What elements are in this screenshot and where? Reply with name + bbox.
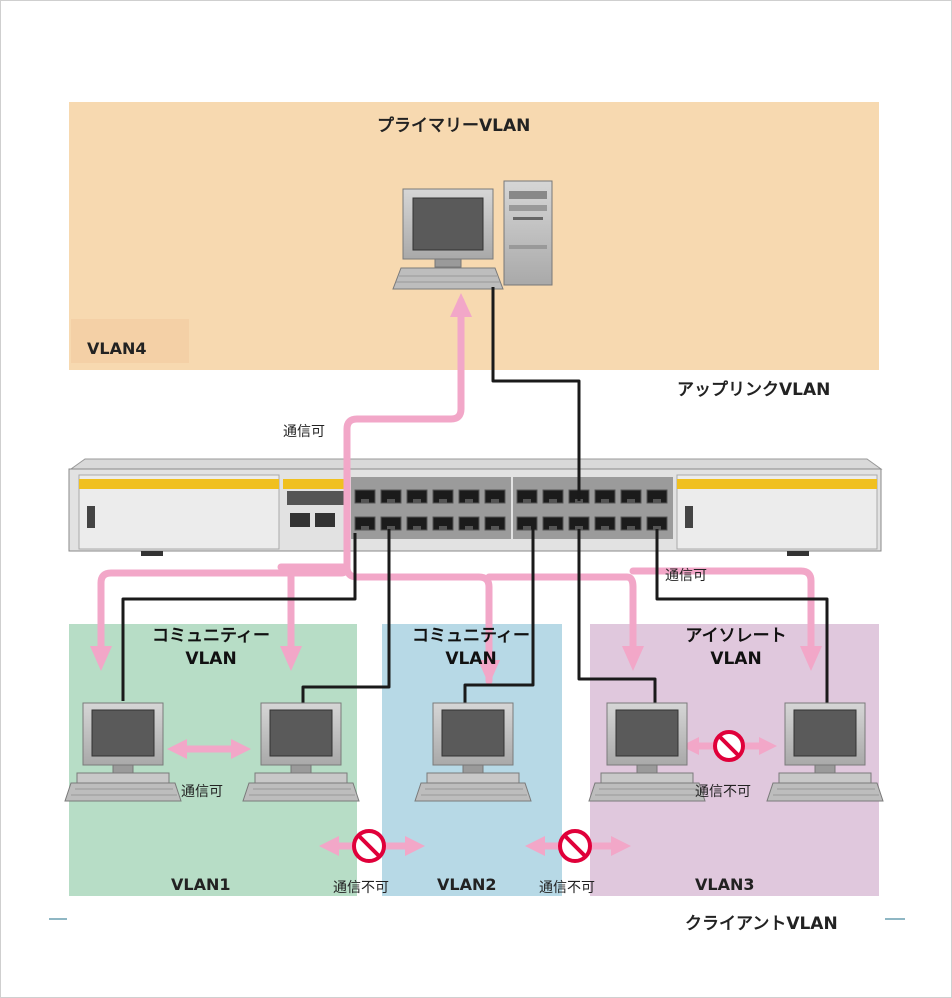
no-sign-icon	[713, 730, 745, 762]
uplink-vlan-label: アップリンクVLAN	[677, 380, 831, 400]
vlan1-label: VLAN1	[171, 875, 231, 894]
community1-title-line1: コミュニティー	[152, 626, 270, 646]
pink-arrowheads	[90, 293, 822, 856]
pc-vlan3-right	[766, 702, 884, 802]
no-sign-icon	[352, 829, 386, 863]
comm-ng-vlan3-label: 通信不可	[695, 784, 751, 800]
community1-title: コミュニティー VLAN	[121, 625, 301, 671]
community1-title-line2: VLAN	[185, 649, 237, 669]
pink-paths	[97, 297, 815, 850]
vlan4-tag	[71, 319, 189, 363]
isolate-title-line2: VLAN	[710, 649, 762, 669]
no-sign-icon	[558, 829, 592, 863]
primary-vlan-label: プライマリーVLAN	[377, 116, 531, 136]
primary-pc	[392, 180, 553, 290]
vlan4-label: VLAN4	[87, 339, 147, 358]
vlan3-label: VLAN3	[695, 875, 755, 894]
comm-ok-right-label: 通信可	[665, 568, 707, 584]
isolate-title-line1: アイソレート	[685, 626, 787, 646]
comm-ok-top-label: 通信可	[283, 424, 325, 440]
vlan2-label: VLAN2	[437, 875, 497, 894]
pc-vlan2	[414, 702, 532, 802]
comm-ok-vlan1-label: 通信可	[181, 784, 223, 800]
client-vlan-label: クライアントVLAN	[685, 914, 838, 934]
pc-vlan3-left	[588, 702, 706, 802]
network-switch	[68, 458, 883, 556]
pc-vlan1-right	[242, 702, 360, 802]
community2-title: コミュニティー VLAN	[385, 625, 557, 671]
community2-title-line2: VLAN	[445, 649, 497, 669]
community2-title-line1: コミュニティー	[412, 626, 530, 646]
pc-vlan1-left	[64, 702, 182, 802]
isolate-title: アイソレート VLAN	[651, 625, 821, 671]
ethernet-cables	[121, 287, 829, 705]
comm-ng-right-label: 通信不可	[539, 880, 595, 896]
comm-ng-left-label: 通信不可	[333, 880, 389, 896]
